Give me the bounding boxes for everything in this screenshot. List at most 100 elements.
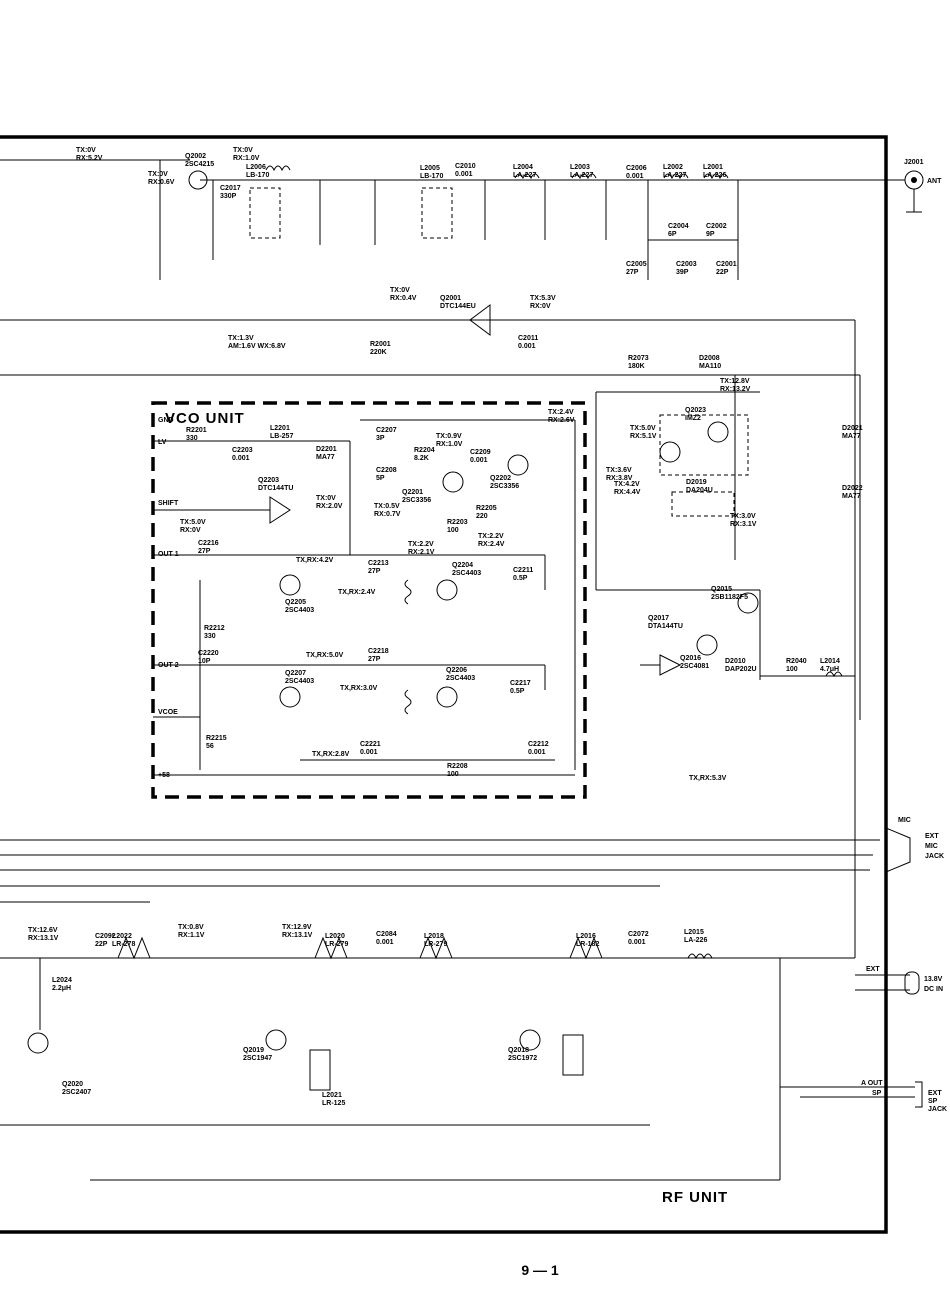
transistor-q2207: 2SC4403 <box>285 678 314 685</box>
resistor-r2212: 330 <box>204 633 216 640</box>
capacitor-c2005: C2005 <box>626 261 647 268</box>
diode-d2201: D2201 <box>316 446 337 453</box>
voltage-note: TX:12.9V <box>282 924 312 931</box>
voltage-note: TX:0V <box>233 147 253 154</box>
left-bus-lines <box>0 319 880 1181</box>
inductor-l2006: L2006 <box>246 164 266 171</box>
inductor-l2001: LA-226 <box>703 172 726 179</box>
inductor-l2201: L2201 <box>270 425 290 432</box>
voltage-note: TX:2.4V <box>548 409 574 416</box>
inductor-l2018: LR-279 <box>424 941 447 948</box>
diode-d2010: D2010 <box>725 658 746 665</box>
sp-jack: A OUT SP EXT SP JACK <box>780 1080 947 1113</box>
voltage-note: RX:1.1V <box>178 932 205 939</box>
inductor-l2021: L2021 <box>322 1092 342 1099</box>
capacitor-c2010: C2010 <box>455 163 476 170</box>
q2023-block <box>595 375 861 720</box>
capacitor-c2220: 10P <box>198 658 211 665</box>
diode-d2008: D2008 <box>699 355 720 362</box>
transistor-q2020: Q2020 <box>62 1081 83 1088</box>
resistor-r2205: 220 <box>476 513 488 520</box>
vco-pin-shift: SHIFT <box>158 500 179 507</box>
dc-in-label: DC IN <box>924 986 943 993</box>
inductor-l2015: L2015 <box>684 929 704 936</box>
voltage-note: RX:13.1V <box>282 932 313 939</box>
inductor-l2006: LB-170 <box>246 172 269 179</box>
capacitor-c2213: 27P <box>368 568 381 575</box>
voltage-note: AM:1.6V WX:6.8V <box>228 343 286 350</box>
resistor-r2040: R2040 <box>786 658 807 665</box>
rf-bottom-stage <box>27 936 781 1180</box>
j2001-label: J2001 <box>904 159 924 166</box>
capacitor-c2001: 22P <box>716 269 729 276</box>
inductor-l2015: LA-226 <box>684 937 707 944</box>
capacitor-c2209: C2209 <box>470 449 491 456</box>
resistor-r2073: R2073 <box>628 355 649 362</box>
inductor-l2003: LA-227 <box>570 172 593 179</box>
capacitor-c2092: C2092 <box>95 933 116 940</box>
resistor-r2208: 100 <box>447 771 459 778</box>
voltage-note: TX,RX:2.8V <box>312 751 350 758</box>
inductor-l2016: L2016 <box>576 933 596 940</box>
capacitor-c2216: 27P <box>198 548 211 555</box>
voltage-note: RX:0V <box>530 303 551 310</box>
capacitor-c2010: 0.001 <box>455 171 473 178</box>
vco-pin-gnd: GND <box>158 417 174 424</box>
voltage-note: RX:1.0V <box>233 155 260 162</box>
transistor-q2002: Q2002 <box>185 153 206 160</box>
transistor-q2015: 2SB1182F5 <box>711 594 748 601</box>
transistor-q2201: Q2201 <box>402 489 423 496</box>
capacitor-c2217: C2217 <box>510 680 531 687</box>
voltage-note: RX:3.8V <box>606 475 633 482</box>
diode-d2008: MA110 <box>699 363 721 370</box>
inductor-l2024: L2024 <box>52 977 72 984</box>
inductor-l2020: L2020 <box>325 933 345 940</box>
capacitor-c2208: 5P <box>376 475 385 482</box>
inductor-l2022: L2022 <box>112 933 132 940</box>
capacitor-c2004: 6P <box>668 231 677 238</box>
diode-d2201: MA77 <box>316 454 335 461</box>
voltage-note: TX:0.9V <box>436 433 462 440</box>
transistor-q2202: Q2202 <box>490 475 511 482</box>
voltage-note: RX:4.4V <box>614 489 641 496</box>
transistor-q2019: Q2019 <box>243 1047 264 1054</box>
capacitor-c2003: C2003 <box>676 261 697 268</box>
transistor-q2206: Q2206 <box>446 667 467 674</box>
capacitor-c2208: C2208 <box>376 467 397 474</box>
transistor-q2020: 2SC2407 <box>62 1089 91 1096</box>
inductor-l2024: 2.2μH <box>52 985 71 992</box>
voltage-note: TX:1.3V <box>228 335 254 342</box>
transistor-q2204: Q2204 <box>452 562 473 569</box>
capacitor-c2002: C2002 <box>706 223 727 230</box>
resistor-r2215: 56 <box>206 743 214 750</box>
diode-d2021: D2021 <box>842 425 863 432</box>
voltage-note: RX:2.6V <box>548 417 575 424</box>
capacitor-c2211: C2211 <box>513 567 533 574</box>
voltage-note: RX:2.1V <box>408 549 435 556</box>
transistor-q2207: Q2207 <box>285 670 306 677</box>
resistor-r2040: 100 <box>786 666 798 673</box>
voltage-note: TX:0V <box>390 287 410 294</box>
capacitor-c2203: C2203 <box>232 447 253 454</box>
voltage-note: TX,RX:5.0V <box>306 652 344 659</box>
resistor-r2201: R2201 <box>186 427 207 434</box>
resistor-r2204: R2204 <box>414 447 435 454</box>
capacitor-c2221: 0.001 <box>360 749 378 756</box>
inductor-l2014: L2014 <box>820 658 840 665</box>
top-rf-rail <box>0 159 886 280</box>
inductor-l2002: L2002 <box>663 164 683 171</box>
diode-d2010: DAP202U <box>725 666 757 673</box>
a-out-label: A OUT <box>861 1080 883 1087</box>
resistor-r2215: R2215 <box>206 735 227 742</box>
voltage-note: RX:2.0V <box>316 503 343 510</box>
voltage-note: TX:0V <box>76 147 96 154</box>
voltage-note: RX:0.7V <box>374 511 401 518</box>
mic-label: MIC <box>898 817 911 824</box>
diode-d2021: MA77 <box>842 433 861 440</box>
voltage-note: TX:5.0V <box>180 519 206 526</box>
voltage-note: TX,RX:2.4V <box>338 589 376 596</box>
voltage-note: RX:2.4V <box>478 541 505 548</box>
vco-pin-lv: LV <box>158 439 167 446</box>
voltage-note: RX:0V <box>180 527 201 534</box>
transistor-q2002: 2SC4215 <box>185 161 214 168</box>
